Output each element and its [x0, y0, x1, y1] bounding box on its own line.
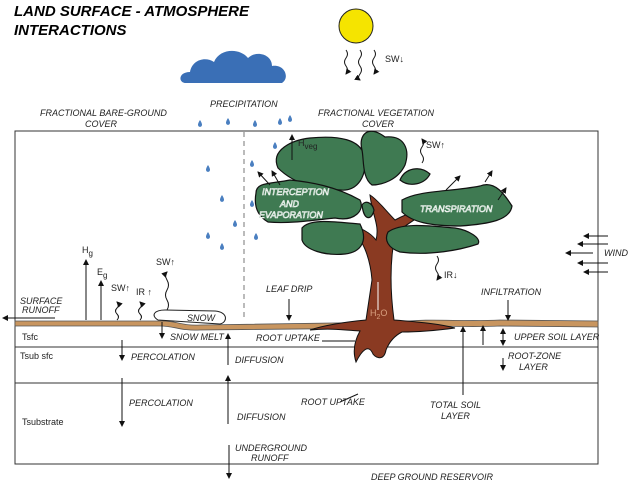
- total-soil-label: TOTAL SOIL: [430, 400, 481, 410]
- cloud-icon: [180, 50, 286, 83]
- deep-ground-label: DEEP GROUND RESERVOIR: [371, 472, 494, 482]
- h-g-label: Hg: [82, 245, 93, 258]
- snow-patch: [153, 309, 226, 325]
- sw-up-tree-label: SW↑: [426, 140, 445, 150]
- sw-up-snow-label: SW↑: [156, 257, 175, 267]
- root-zone-label: ROOT-ZONE: [508, 351, 562, 361]
- domain-box: [14, 130, 599, 465]
- bare-ground-label: FRACTIONAL BARE-GROUND: [40, 108, 167, 118]
- snow-melt-label: SNOW MELT: [170, 332, 225, 342]
- precipitation-label: PRECIPITATION: [210, 99, 278, 109]
- infiltration-label: INFILTRATION: [481, 287, 542, 297]
- title-line1: LAND SURFACE - ATMOSPHERE: [14, 3, 250, 20]
- percolation-label-2: PERCOLATION: [129, 398, 193, 408]
- percolation-label: PERCOLATION: [131, 352, 195, 362]
- interception-label-2: AND: [279, 199, 300, 209]
- diffusion-label-2: DIFFUSION: [237, 412, 286, 422]
- title-line2: INTERACTIONS: [14, 22, 127, 39]
- diffusion-label: DIFFUSION: [235, 355, 284, 365]
- leaf-drip-label: LEAF DRIP: [266, 284, 312, 294]
- transpiration-label: TRANSPIRATION: [420, 204, 493, 214]
- underground-runoff-label: UNDERGROUND: [235, 443, 308, 453]
- sw-down-label: SW↓: [385, 54, 404, 64]
- root-uptake-label: ROOT UPTAKE: [256, 333, 321, 343]
- wind-label: WIND: [604, 248, 628, 258]
- underground-runoff-label-2: RUNOFF: [251, 453, 289, 463]
- total-soil-label-2: LAYER: [441, 411, 470, 421]
- ir-up-label: IR ↑: [136, 287, 152, 297]
- tsfc-label: Tsfc: [22, 332, 39, 342]
- interception-label: INTERCEPTION: [262, 187, 330, 197]
- flux-arrows: [2, 134, 608, 479]
- surface-runoff-label: SURFACE: [20, 296, 63, 306]
- veg-cover-label: FRACTIONAL VEGETATION: [318, 108, 435, 118]
- tsubstrate-label: Tsubstrate: [22, 417, 64, 427]
- root-uptake-label-2: ROOT UPTAKE: [301, 397, 366, 407]
- foliage: [254, 130, 513, 255]
- snow-label: SNOW: [187, 313, 217, 323]
- tree-icon: [309, 194, 456, 364]
- sw-up-ground-label: SW↑: [111, 283, 130, 293]
- h2o-label: H2O: [370, 308, 387, 321]
- tsub-sfc-label: Tsub sfc: [20, 351, 54, 361]
- bare-ground-label-2: COVER: [85, 119, 118, 129]
- interception-label-3: EVAPORATION: [259, 210, 323, 220]
- root-zone-label-2: LAYER: [519, 362, 548, 372]
- surface-runoff-label-2: RUNOFF: [22, 305, 60, 315]
- sw-down-arrows: [344, 49, 380, 81]
- ir-down-label: IR↓: [444, 270, 458, 280]
- veg-cover-label-2: COVER: [362, 119, 395, 129]
- upper-soil-layer-label: UPPER SOIL LAYER: [514, 332, 600, 342]
- soil-surface: [14, 319, 599, 331]
- e-g-label: Eg: [97, 267, 107, 280]
- raindrop-icons: [198, 115, 292, 250]
- sun-icon: [338, 8, 374, 44]
- h-veg-label: Hveg: [298, 138, 317, 151]
